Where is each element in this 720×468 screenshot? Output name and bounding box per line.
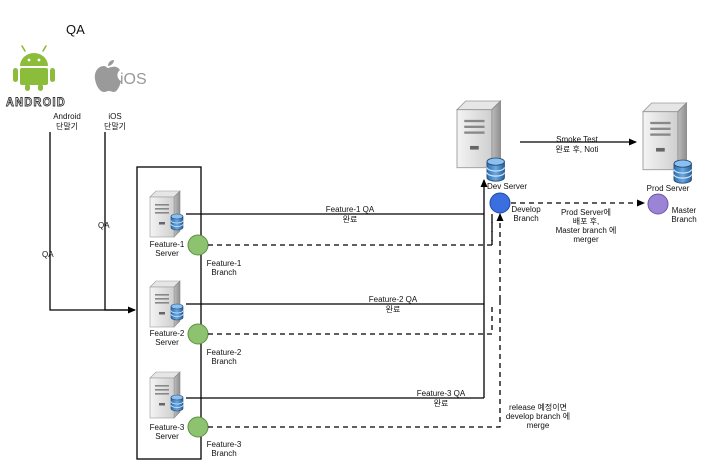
feature-servers-box [136, 166, 202, 460]
apple-logo-icon [94, 60, 121, 92]
feature-3-server-icon [149, 371, 184, 419]
feature-2-branch-node [187, 323, 209, 345]
android-logo-text: ANDROID [6, 95, 66, 109]
page-title: QA [66, 22, 85, 37]
ios-qa-line [104, 132, 135, 311]
android-qa-line [49, 132, 136, 314]
ios-logo-text: iOS [120, 71, 147, 88]
dev-server-icon [456, 100, 505, 182]
android-qa-label: QA [42, 250, 54, 259]
ios-qa-label: QA [98, 221, 110, 230]
prod-server-icon [642, 102, 692, 184]
feature-3-branch-node [187, 416, 209, 438]
develop-branch-node [489, 192, 511, 214]
dev-server-label: Dev Server [487, 182, 527, 191]
feature-3-merge-line [208, 300, 501, 428]
android-logo-icon [13, 45, 55, 91]
feature-2-merge-line [208, 304, 493, 335]
prod-server-label: Prod Server [647, 184, 690, 193]
feature-1-server-icon [149, 190, 184, 238]
feature-1-branch-node [187, 234, 209, 256]
feature-2-server-icon [149, 280, 184, 328]
master-branch-node [647, 193, 669, 215]
